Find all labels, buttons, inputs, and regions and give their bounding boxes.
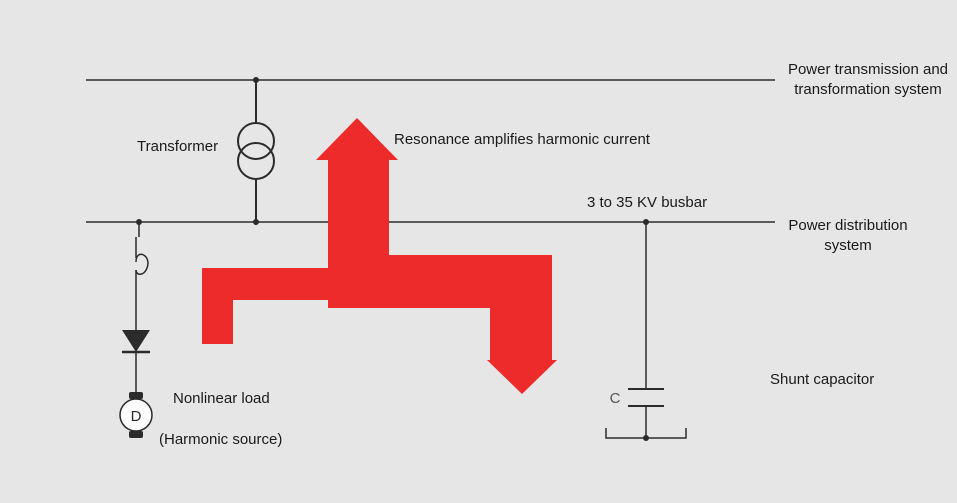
transformer-label: Transformer <box>137 138 219 155</box>
transmission-system-label: Power transmission and transformation sy… <box>770 60 957 100</box>
harmonic-source-label: (Harmonic source) <box>159 431 283 448</box>
fuse-hook-icon <box>135 253 149 275</box>
transformer-top-node <box>253 77 259 83</box>
distribution-label-line1: Power distribution <box>788 217 908 234</box>
shunt-capacitor-label: Shunt capacitor <box>770 371 875 388</box>
capacitor-ground-node <box>643 435 649 441</box>
transmission-label-line1: Power transmission and <box>787 61 949 78</box>
resonance-label: Resonance amplifies harmonic current <box>394 131 650 148</box>
transmission-label-line2: transformation system <box>794 81 942 98</box>
diode-icon <box>122 330 150 354</box>
busbar-label: 3 to 35 KV busbar <box>587 194 708 211</box>
harmonic-current-arrow <box>202 118 557 394</box>
nonlinear-load-label: Nonlinear load <box>173 390 270 407</box>
capacitor-down-arrow-icon <box>328 255 557 394</box>
distribution-system-label: Power distribution system <box>776 216 920 256</box>
distribution-label-line2: system <box>824 237 872 254</box>
load-branch-wire <box>135 222 149 392</box>
motor-icon <box>119 392 153 438</box>
motor-symbol-text: D <box>131 408 142 425</box>
left-harmonic-path <box>202 268 328 344</box>
capacitor-symbol-text: C <box>610 390 621 407</box>
transformer-bottom-node <box>253 219 259 225</box>
resonance-up-arrow-icon <box>316 118 398 255</box>
transformer-symbol <box>237 80 275 222</box>
